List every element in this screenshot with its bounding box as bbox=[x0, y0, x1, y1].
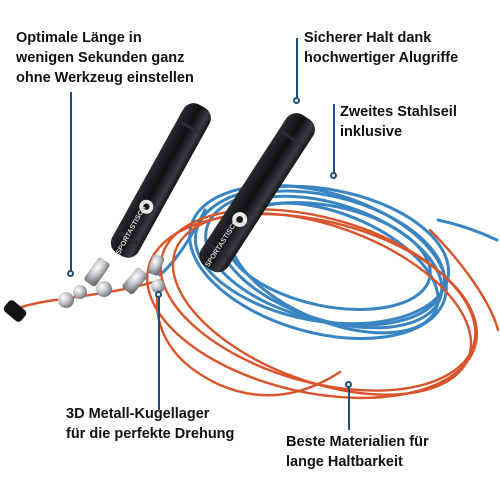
rope-end-cap bbox=[3, 300, 27, 322]
callout-length-adjustment: Optimale Länge in wenigen Sekunden ganz … bbox=[16, 28, 194, 88]
leader-line-second-cable bbox=[333, 104, 335, 174]
callout-materials: Beste Materialien für lange Haltbarkeit bbox=[286, 432, 429, 472]
handle-left: SPORTASTISCH bbox=[110, 103, 211, 258]
leader-dot-bearing bbox=[155, 291, 162, 298]
leader-dot-length bbox=[67, 270, 74, 277]
leader-line-materials bbox=[348, 384, 350, 430]
callout-length-line3: ohne Werkzeug einstellen bbox=[16, 70, 194, 86]
callout-length-line2: wenigen Sekunden ganz bbox=[16, 50, 185, 66]
callout-grip: Sicherer Halt dank hochwertiger Alugriff… bbox=[304, 28, 458, 68]
callout-materials-line1: Beste Materialien für bbox=[286, 434, 429, 450]
orange-cable bbox=[16, 208, 500, 400]
callout-second-cable-line2: inklusive bbox=[340, 124, 403, 140]
callout-bearing-line1: 3D Metall-Kugellager bbox=[66, 406, 210, 422]
callout-bearing-line2: für die perfekte Drehung bbox=[66, 426, 235, 442]
metal-bearings bbox=[58, 254, 165, 308]
callout-materials-line2: lange Haltbarkeit bbox=[286, 454, 403, 470]
leader-line-bearing bbox=[158, 294, 160, 410]
callout-grip-line1: Sicherer Halt dank bbox=[304, 30, 432, 46]
leader-line-grip bbox=[296, 38, 298, 100]
leader-dot-second-cable bbox=[330, 172, 337, 179]
leader-line-length bbox=[70, 92, 72, 272]
callout-bearing: 3D Metall-Kugellager für die perfekte Dr… bbox=[66, 404, 234, 444]
callout-grip-line2: hochwertiger Alugriffe bbox=[304, 50, 459, 66]
leader-dot-materials bbox=[345, 381, 352, 388]
callout-length-line1: Optimale Länge in bbox=[16, 30, 142, 46]
callout-second-cable: Zweites Stahlseil inklusive bbox=[340, 102, 457, 142]
callout-second-cable-line1: Zweites Stahlseil bbox=[340, 104, 457, 120]
leader-dot-grip bbox=[293, 97, 300, 104]
